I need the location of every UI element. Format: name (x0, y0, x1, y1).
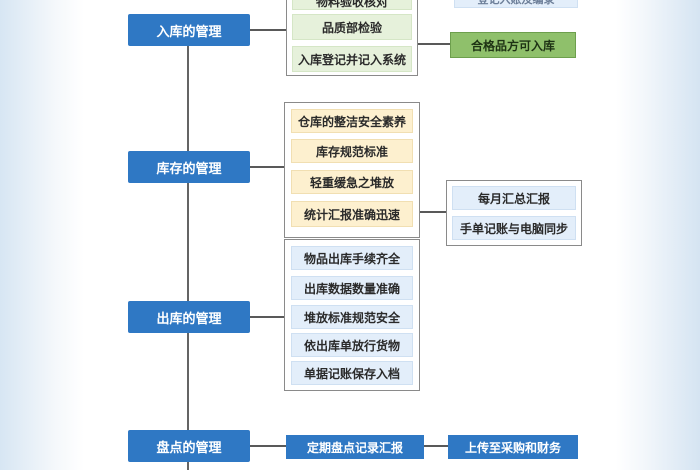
outbound-item: 单据记账保存入档 (291, 361, 413, 385)
outbound-item: 依出库单放行货物 (291, 333, 413, 357)
storage-item: 库存规范标准 (291, 139, 413, 163)
outbound-item: 堆放标准规范安全 (291, 305, 413, 329)
storage-item: 轻重缓急之堆放 (291, 170, 413, 194)
category-storage: 库存的管理 (128, 151, 250, 183)
inbound-side-top: 登记入账及编录 (454, 0, 578, 8)
outbound-item: 出库数据数量准确 (291, 276, 413, 300)
inventory-side-item: 上传至采购和财务 (448, 435, 578, 459)
inbound-item: 物料验收核对 (292, 0, 412, 10)
storage-side-item: 每月汇总汇报 (452, 186, 576, 210)
storage-item: 仓库的整洁安全素养 (291, 109, 413, 133)
inventory-item: 定期盘点记录汇报 (286, 435, 424, 459)
inbound-item: 品质部检验 (292, 14, 412, 40)
inbound-result: 合格品方可入库 (450, 32, 576, 58)
category-inventory: 盘点的管理 (128, 430, 250, 462)
outbound-item: 物品出库手续齐全 (291, 246, 413, 270)
storage-item: 统计汇报准确迅速 (291, 201, 413, 227)
inbound-item: 入库登记并记入系统 (292, 46, 412, 72)
category-outbound: 出库的管理 (128, 301, 250, 333)
category-inbound: 入库的管理 (128, 14, 250, 46)
storage-side-item: 手单记账与电脑同步 (452, 216, 576, 240)
